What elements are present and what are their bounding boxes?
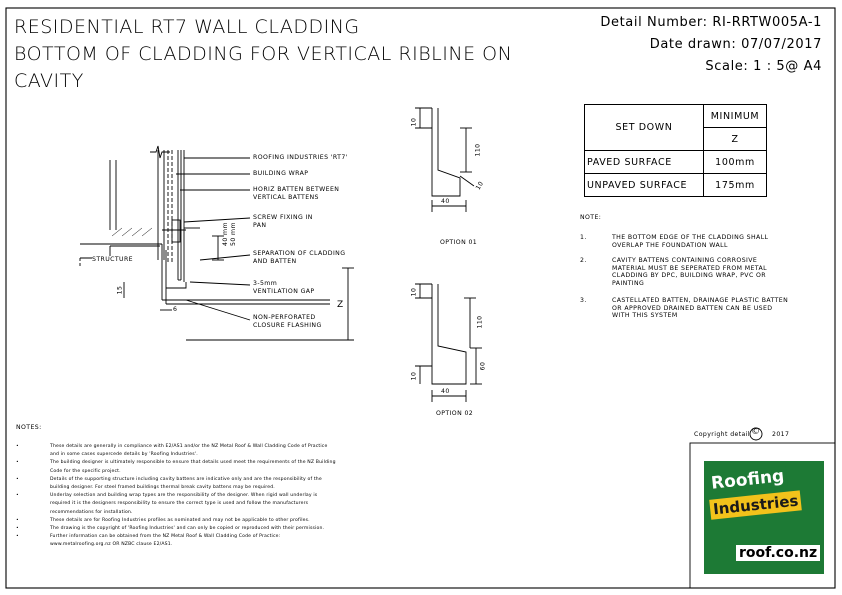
unpaved-surface-value: 175mm <box>703 173 767 197</box>
opt1-dim-40: 40 <box>441 198 450 205</box>
sheet-border <box>5 7 836 589</box>
label-building-wrap: BUILDING WRAP <box>253 170 309 177</box>
option-02-label: OPTION 02 <box>436 410 474 417</box>
notes-bottom: •These details are generally in complian… <box>16 444 336 548</box>
date-drawn: Date drawn: 07/07/2017 <box>649 37 822 52</box>
opt2-dim-10: 10 <box>410 287 418 297</box>
minimum-header: MINIMUM <box>703 104 767 128</box>
copyright-symbol: © <box>751 427 760 437</box>
paved-surface-value: 100mm <box>703 150 767 174</box>
opt2-dim-40: 40 <box>441 388 450 395</box>
title-line-3: CAVITY <box>14 70 84 92</box>
opt1-dim-10: 10 <box>410 117 418 127</box>
opt2-dim-110: 110 <box>476 315 484 329</box>
title-line-2: BOTTOM OF CLADDING FOR VERTICAL RIBLINE … <box>14 43 513 65</box>
copyright-year: 2017 <box>772 431 790 438</box>
notes-bottom-heading: NOTES: <box>16 424 42 431</box>
set-down-table: SET DOWN MINIMUM Z PAVED SURFACE 100mm U… <box>584 104 767 197</box>
dim-40: 40 mm <box>222 222 229 246</box>
opt1-dim-110: 110 <box>474 143 482 157</box>
copyright-text: Copyright detail <box>694 431 750 438</box>
dim-50: 50 mm <box>230 222 237 246</box>
logo-url: roof.co.nz <box>736 545 821 561</box>
logo-line-2: Industries <box>709 490 803 520</box>
set-down-header: SET DOWN <box>584 104 704 151</box>
paved-surface-label: PAVED SURFACE <box>584 150 704 174</box>
label-structure: STRUCTURE <box>92 256 133 264</box>
logo-frame <box>689 442 836 589</box>
unpaved-surface-label: UNPAVED SURFACE <box>584 173 704 197</box>
z-header: Z <box>703 127 767 151</box>
detail-meta: Detail Number: RI-RRTW005A-1 Date drawn:… <box>600 12 822 78</box>
option-01-label: OPTION 01 <box>440 239 478 246</box>
detail-number: Detail Number: RI-RRTW005A-1 <box>600 15 822 30</box>
title-line-1: RESIDENTIAL RT7 WALL CLADDING <box>14 16 360 38</box>
dim-6: 6 <box>173 306 178 313</box>
drawing-title: RESIDENTIAL RT7 WALL CLADDING BOTTOM OF … <box>14 14 512 95</box>
logo-line-1: Roofing <box>707 465 789 495</box>
dim-z: Z <box>337 300 344 310</box>
roofing-industries-logo: Roofing Industries roof.co.nz <box>704 461 824 574</box>
opt2-dim-60: 60 <box>479 361 487 371</box>
dim-15: 15 <box>116 285 124 295</box>
label-roofing-rt7: ROOFING INDUSTRIES 'RT7' <box>253 154 348 161</box>
scale: Scale: 1 : 5@ A4 <box>705 59 822 74</box>
notes-right-heading: NOTE: <box>580 214 602 221</box>
opt2-dim-10b: 10 <box>410 371 418 381</box>
